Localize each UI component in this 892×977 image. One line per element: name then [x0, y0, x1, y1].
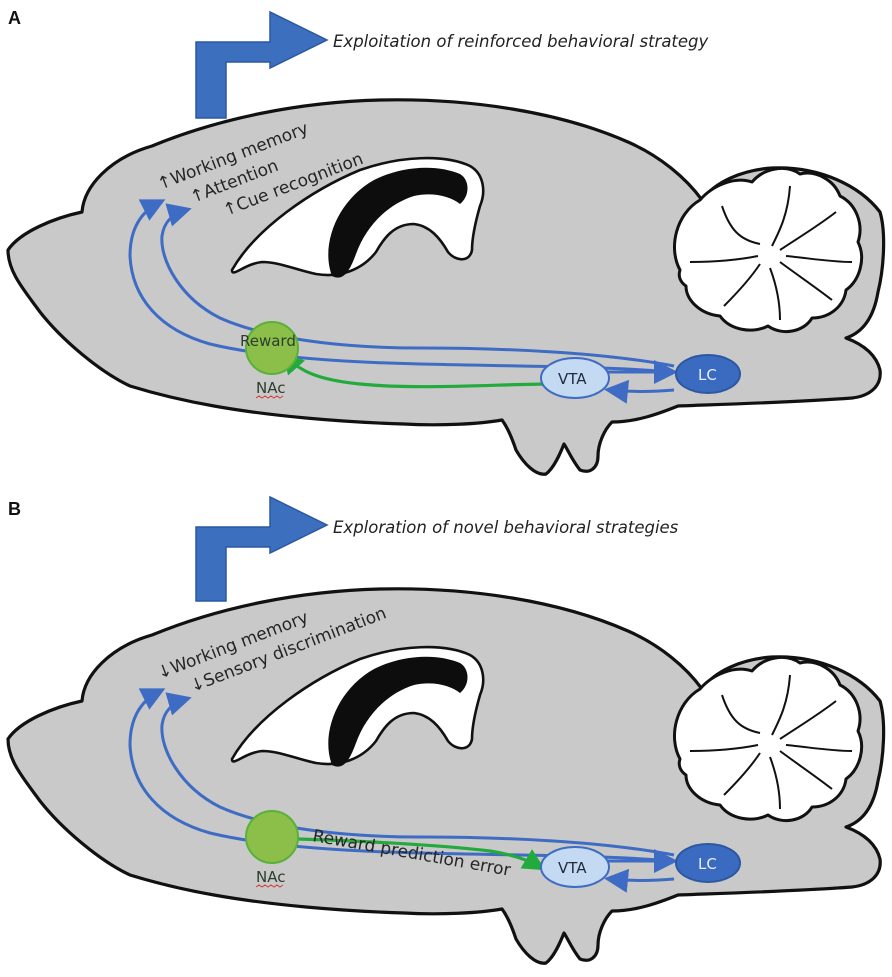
lc-label: LC	[698, 855, 717, 873]
nac-label: NAc	[256, 868, 285, 886]
big-bent-arrow-icon	[195, 495, 329, 602]
nac-spellcheck-underline	[255, 884, 284, 888]
corpus-callosum	[328, 656, 468, 767]
panel-letter: B	[8, 499, 21, 519]
lc-to-vta-arrow	[604, 868, 675, 893]
nac-to-vta-arrow	[297, 837, 546, 871]
corpus-callosum	[328, 167, 468, 278]
cerebellum	[672, 166, 863, 334]
vta-label: VTA	[558, 370, 587, 388]
nac-spellcheck-underline	[255, 395, 284, 399]
vta-node	[540, 357, 610, 399]
cerebellum	[672, 655, 863, 823]
nac-node	[245, 810, 299, 864]
vta-label: VTA	[558, 859, 587, 877]
big-bent-arrow-icon	[195, 10, 329, 119]
panel-b-diagram: B Exploration of novel behavioral strate…	[6, 495, 886, 965]
panel-headline: Exploitation of reinforced behavioral st…	[333, 32, 709, 51]
lc-node	[675, 843, 741, 883]
panel-a: A Exploitation of reinforced behavioral …	[0, 0, 892, 488]
vta-node	[540, 846, 610, 888]
panel-b: B Exploration of novel behavioral strate…	[0, 489, 892, 977]
nac-node	[245, 321, 299, 375]
panel-letter: A	[8, 8, 21, 28]
cerebellum-folia	[689, 674, 853, 810]
panel-headline: Exploration of novel behavioral strategi…	[333, 518, 679, 537]
lc-label: LC	[698, 366, 717, 384]
lc-node	[675, 354, 741, 394]
nac-label: NAc	[256, 379, 285, 397]
cerebellum-folia	[689, 185, 853, 321]
lc-to-vta-arrow	[604, 379, 675, 404]
panel-a-diagram: A Exploitation of reinforced behavioral …	[6, 8, 886, 476]
vta-to-nac-arrow	[281, 351, 553, 389]
reward-label: Reward	[240, 332, 296, 350]
